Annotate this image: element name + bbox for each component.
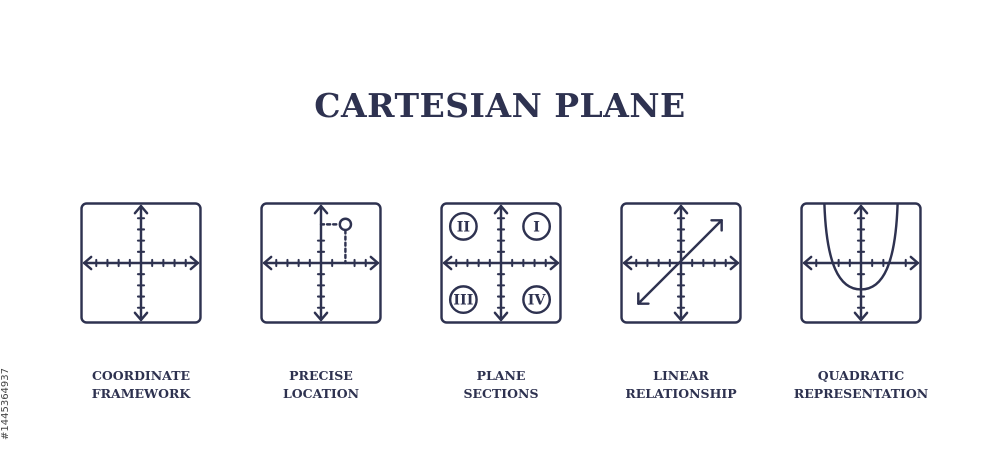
parabola-graph-icon	[800, 202, 922, 324]
caption-plane-sections: PLANE SECTIONS	[411, 367, 591, 403]
quadrant-label-3: III	[453, 293, 473, 309]
caption-quadratic-representation: QUADRATIC REPRESENTATION	[771, 367, 951, 403]
linear-graph-icon	[620, 202, 742, 324]
page-title: CARTESIAN PLANE	[314, 86, 686, 125]
caption-line-2: RELATIONSHIP	[625, 386, 737, 401]
caption-line-1: COORDINATE	[91, 368, 191, 383]
caption-line-1: LINEAR	[653, 368, 709, 383]
caption-line-2: SECTIONS	[463, 386, 539, 401]
caption-line-1: PLANE	[476, 368, 526, 383]
coordinate-axes-icon	[80, 202, 202, 324]
quadrant-label-1: I	[533, 219, 540, 235]
quadrant-label-2: II	[457, 219, 470, 235]
caption-line-1: PRECISE	[289, 368, 353, 383]
point-location-icon	[260, 202, 382, 324]
caption-precise-location: PRECISE LOCATION	[231, 367, 411, 403]
caption-linear-relationship: LINEAR RELATIONSHIP	[591, 367, 771, 403]
quadrants-icon: II I III IV	[440, 202, 562, 324]
caption-line-1: QUADRATIC	[817, 368, 905, 383]
stock-id-label: #1445364937	[0, 367, 11, 440]
caption-line-2: LOCATION	[282, 386, 360, 401]
quadrant-label-4: IV	[528, 293, 547, 309]
caption-coordinate-framework: COORDINATE FRAMEWORK	[51, 367, 231, 403]
caption-line-2: FRAMEWORK	[91, 386, 191, 401]
caption-line-2: REPRESENTATION	[793, 386, 929, 401]
